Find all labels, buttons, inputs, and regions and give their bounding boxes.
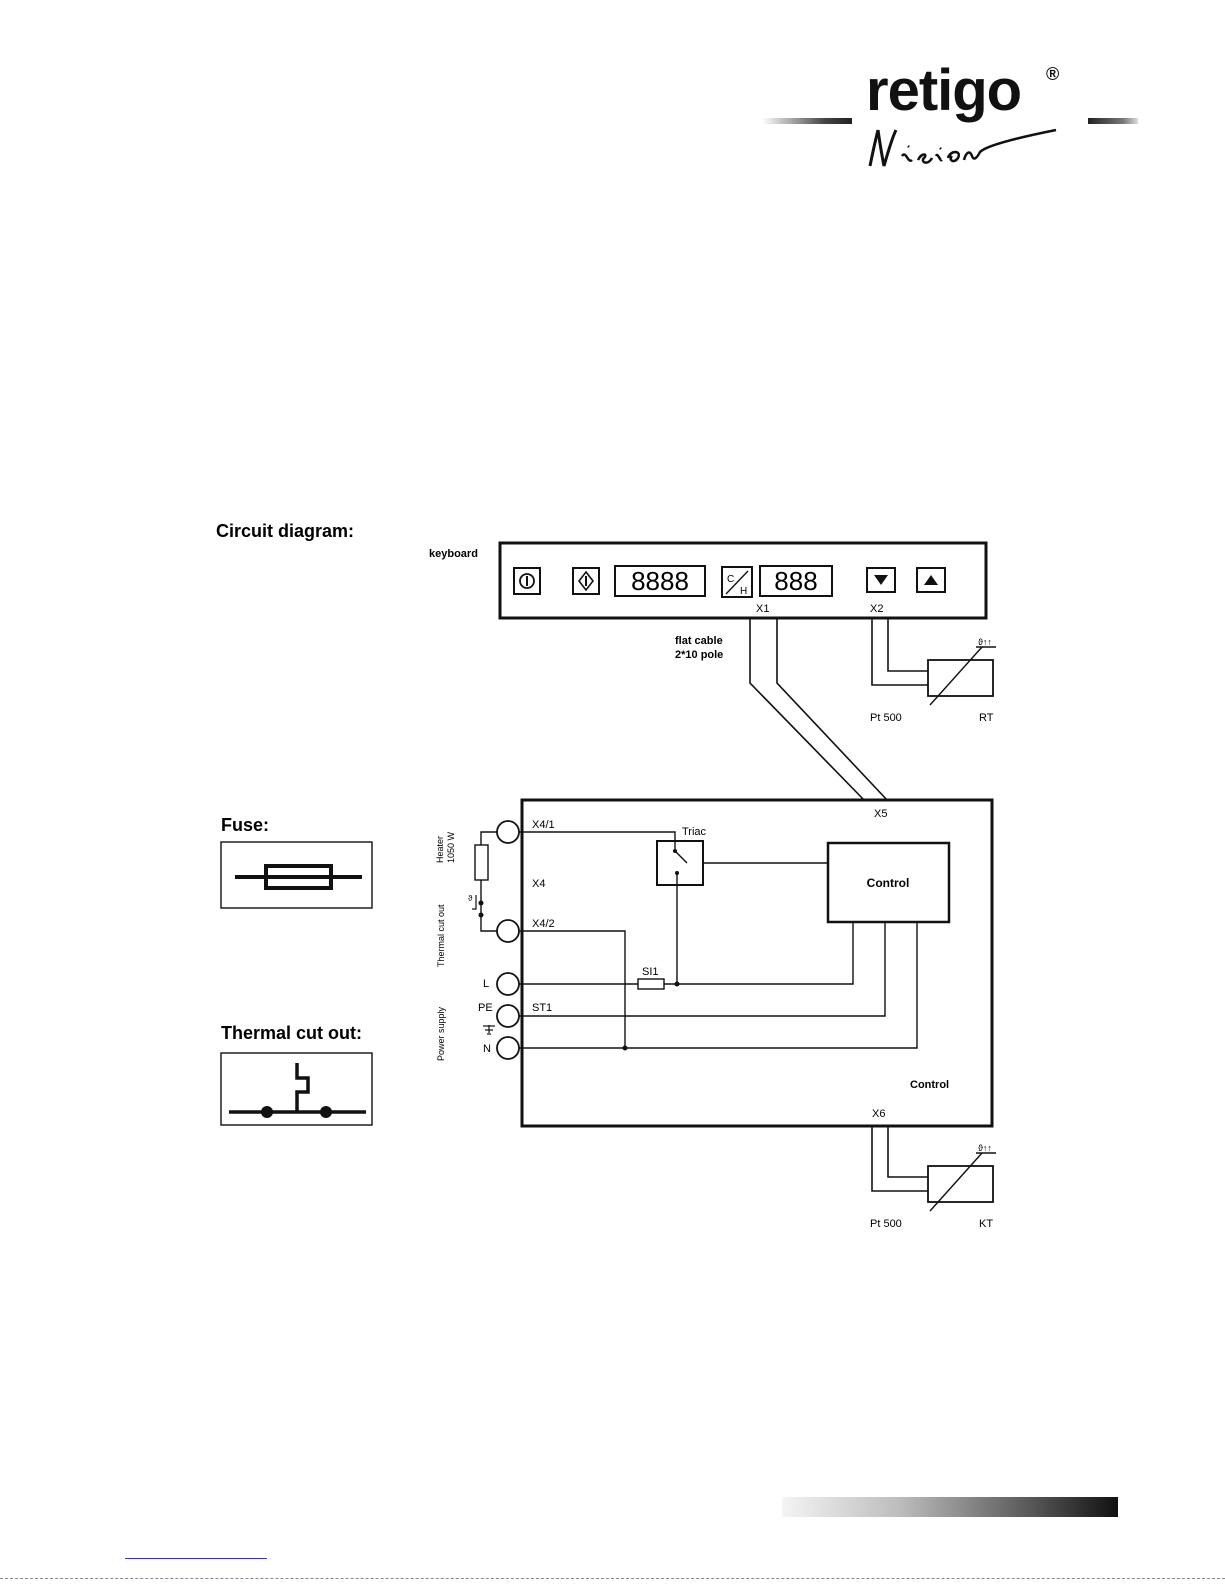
- heater-resistor: [475, 845, 488, 880]
- control-block-label: Control: [867, 876, 910, 890]
- legend-fuse-title: Fuse:: [221, 815, 269, 835]
- header-rule-right: [1088, 118, 1138, 124]
- heater-label-1: Heater: [435, 836, 445, 863]
- circuit-diagram: Circuit diagram: keyboard 8888 C H 888 X…: [200, 505, 1020, 1245]
- fuse-si1: [638, 979, 664, 989]
- connector-x5: X5: [874, 808, 887, 820]
- display-right-digits: 888: [774, 566, 817, 596]
- sensor-kt: [928, 1166, 993, 1202]
- sensor-rt-type: Pt 500: [870, 712, 902, 724]
- triac-block: [657, 841, 703, 885]
- footer-rule: [125, 1558, 267, 1559]
- terminal-n: [497, 1037, 519, 1059]
- flat-cable-label-1: flat cable: [675, 635, 723, 647]
- power-supply-label: Power supply: [436, 1006, 446, 1061]
- sensor-kt-symbol: ϑ↑↑: [978, 1143, 992, 1153]
- legend-thermal-title: Thermal cut out:: [221, 1023, 362, 1043]
- keyboard-label: keyboard: [429, 548, 478, 560]
- terminal-x42: [497, 920, 519, 942]
- connector-x41: X4/1: [532, 819, 555, 831]
- connector-x1: X1: [756, 603, 769, 615]
- terminal-pe-label: PE: [478, 1002, 493, 1014]
- terminal-l: [497, 973, 519, 995]
- triac-label: Triac: [682, 826, 707, 838]
- connector-x42: X4/2: [532, 918, 555, 930]
- terminal-pe: [497, 1005, 519, 1027]
- terminal-st1-label: ST1: [532, 1002, 552, 1014]
- unit-c-icon: C: [727, 574, 734, 585]
- sensor-kt-type: Pt 500: [870, 1218, 902, 1230]
- sensor-rt-symbol: ϑ↑↑: [978, 637, 992, 647]
- thermal-cut-label: Thermal cut out: [436, 904, 446, 967]
- terminal-l-label: L: [483, 978, 489, 990]
- sensor-kt-name: KT: [979, 1218, 993, 1230]
- terminal-x41: [497, 821, 519, 843]
- logo-vision-script: [866, 116, 1066, 172]
- display-left-digits: 8888: [631, 566, 689, 596]
- control-board-label: Control: [910, 1079, 949, 1091]
- logo-wordmark: retigo: [866, 62, 1021, 120]
- footer-gradient-bar: [782, 1497, 1118, 1517]
- header-rule-left: [762, 118, 852, 124]
- connector-x6: X6: [872, 1108, 885, 1120]
- page-bottom-edge: [0, 1578, 1225, 1580]
- unit-h-icon: H: [740, 586, 747, 597]
- connector-x4: X4: [532, 878, 545, 890]
- logo-registered-mark: ®: [1046, 64, 1059, 85]
- sensor-rt-name: RT: [979, 712, 994, 724]
- flat-cable-label-2: 2*10 pole: [675, 649, 723, 661]
- terminal-n-label: N: [483, 1043, 491, 1055]
- sensor-rt: [928, 660, 993, 696]
- diagram-title: Circuit diagram:: [216, 521, 354, 541]
- heater-label-2: 1050 W: [446, 831, 456, 863]
- brand-logo: retigo ®: [866, 62, 1066, 172]
- thermal-cutout-symbol: ϑ: [468, 894, 473, 903]
- connector-x2: X2: [870, 603, 883, 615]
- fuse-si1-label: SI1: [642, 966, 659, 978]
